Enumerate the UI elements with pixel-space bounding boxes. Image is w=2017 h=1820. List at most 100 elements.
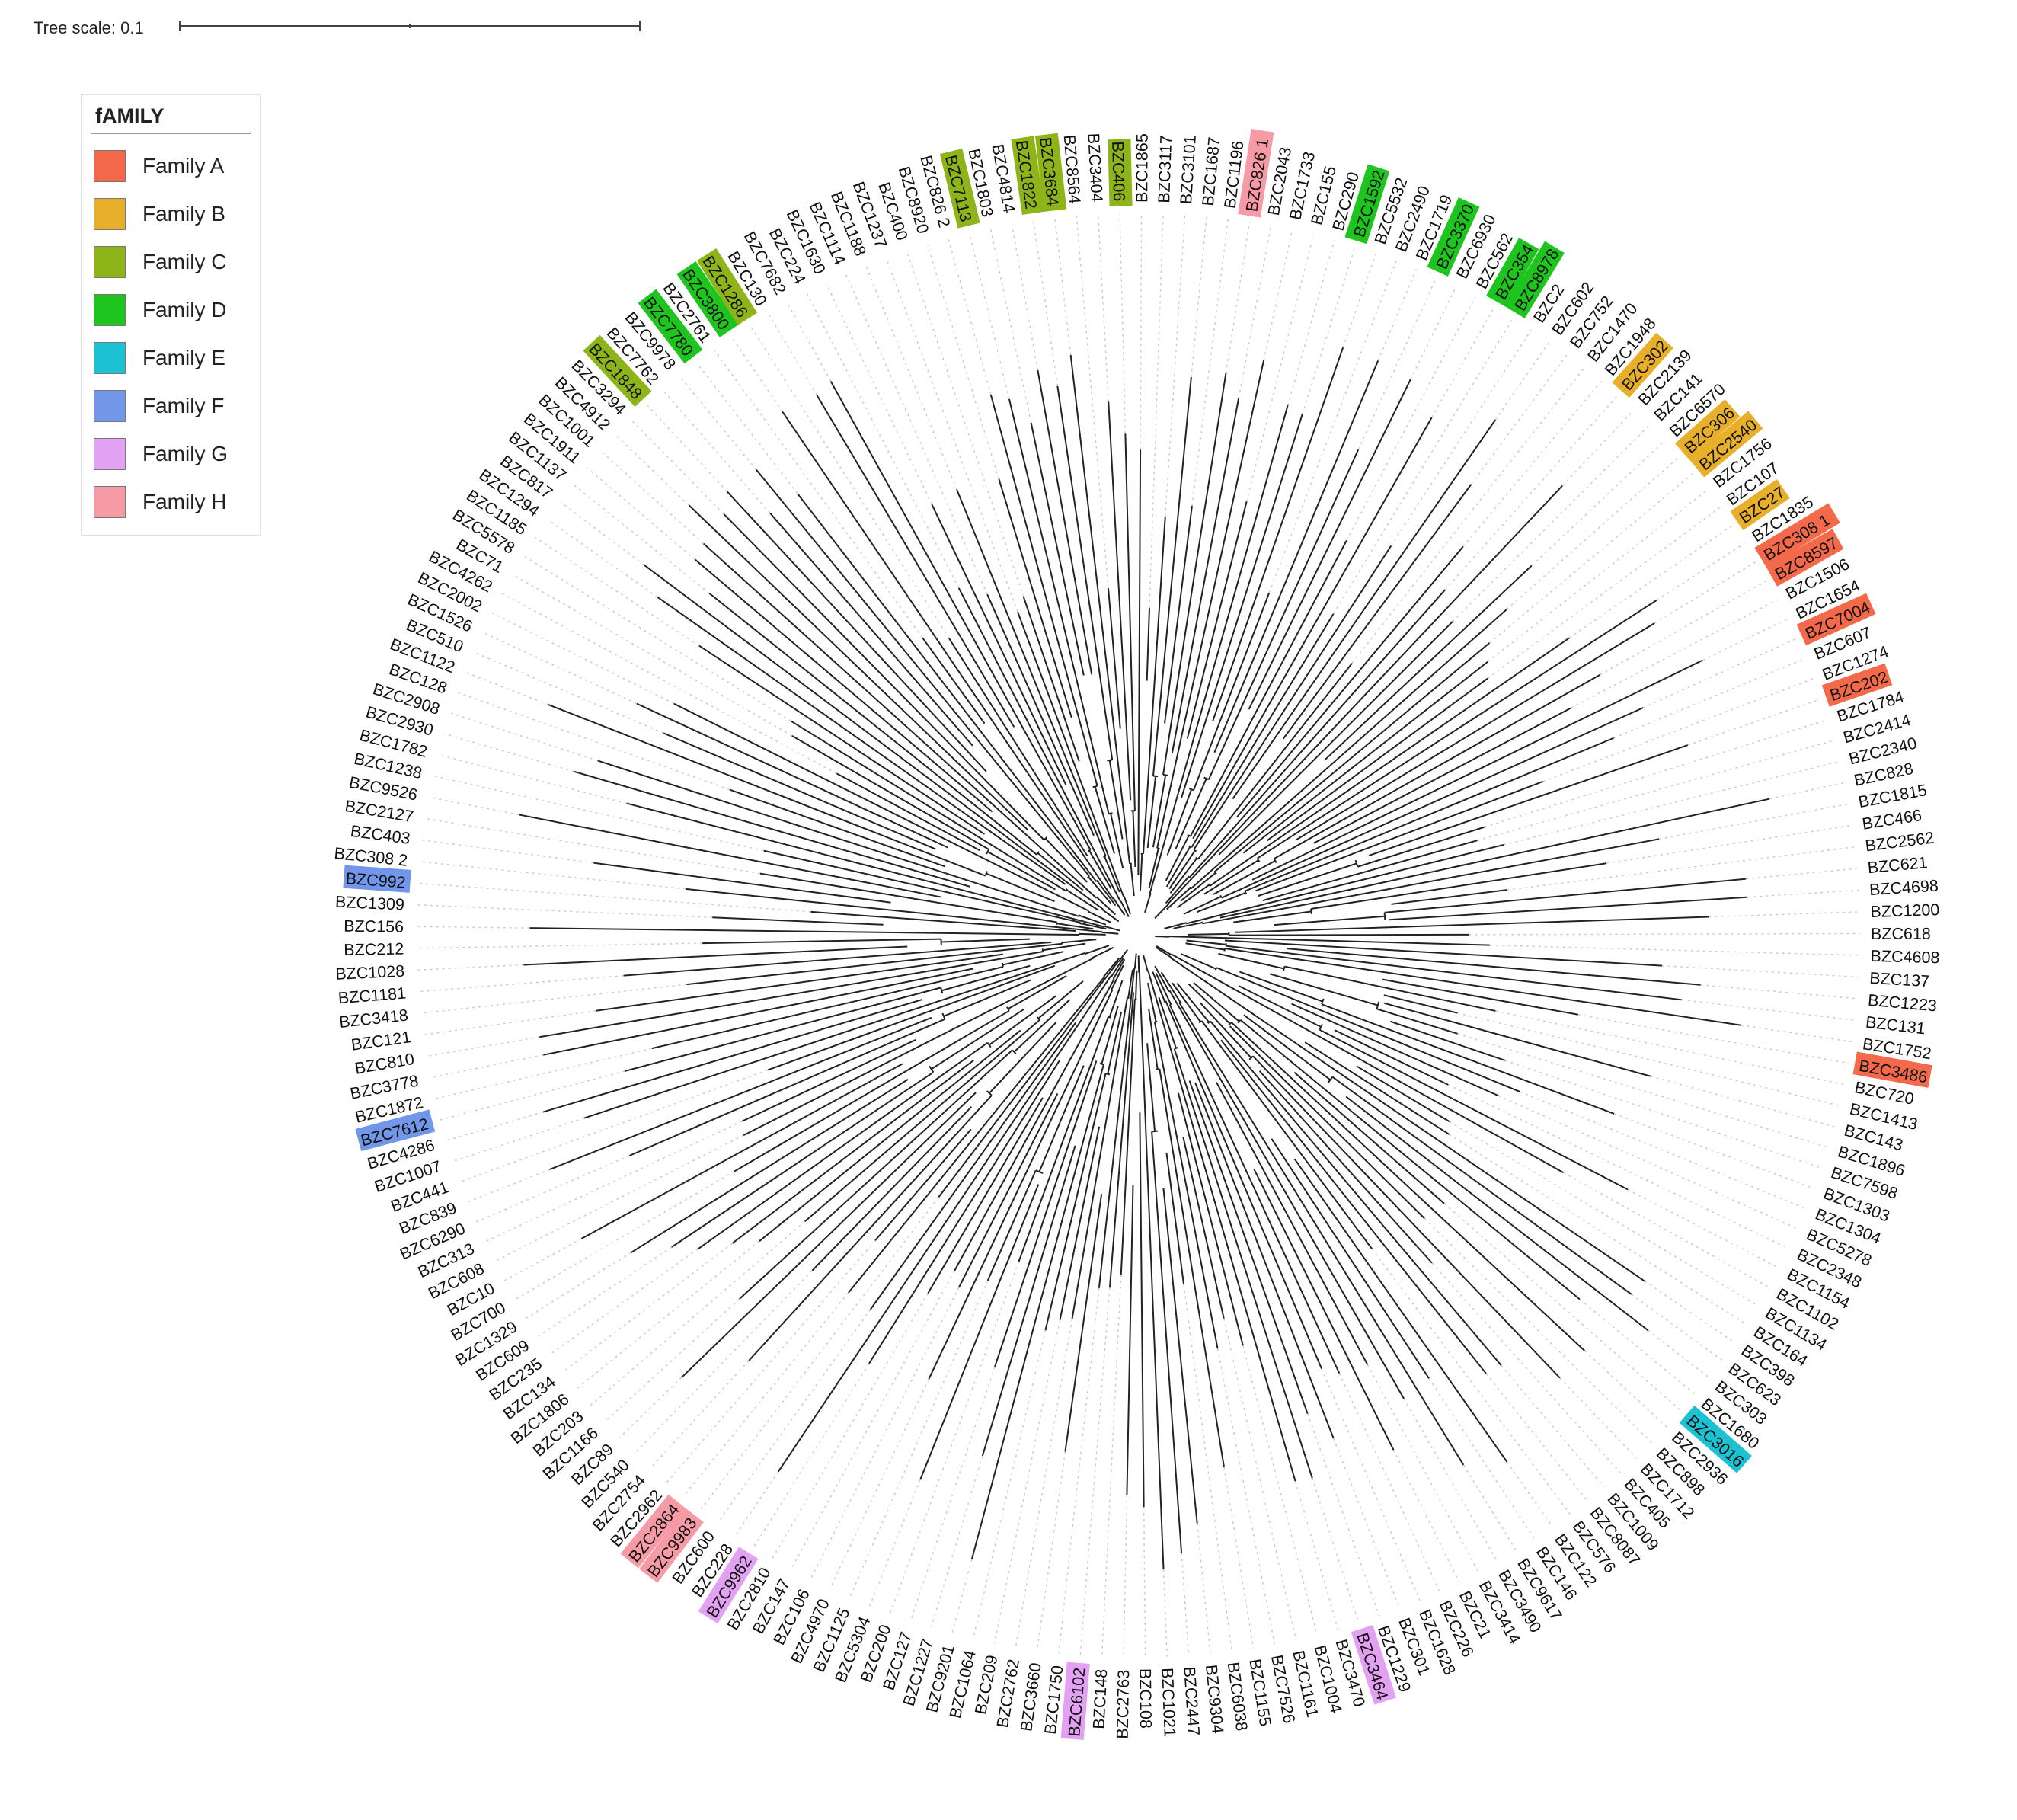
internal-branch <box>1111 958 1124 977</box>
internal-branch <box>1166 788 1193 856</box>
leaf-guide <box>1654 561 1756 624</box>
leaf-guide <box>1487 490 1707 663</box>
leaf-branch <box>1213 642 1491 873</box>
family-highlight <box>696 248 758 325</box>
leaf-guide <box>1119 213 1127 434</box>
leaf-guide <box>696 363 798 494</box>
internal-branch <box>1103 957 1120 977</box>
leaf-branch <box>1209 637 1570 887</box>
leaf-label-group: BZC4608 <box>1870 947 1939 967</box>
leaf-guide <box>1477 740 1834 841</box>
leaf-label-group: BZC403 <box>350 822 411 848</box>
leaf-guide <box>422 1010 596 1036</box>
leaf-guide <box>549 1248 698 1355</box>
leaf-branch <box>1226 945 1682 1001</box>
legend-label: Family B <box>142 201 225 226</box>
leaf-guide <box>1294 1480 1339 1630</box>
leaf-guide <box>787 303 832 382</box>
leaf-guide <box>1613 1113 1815 1189</box>
leaf-guide <box>417 882 811 913</box>
internal-branch <box>1139 853 1143 891</box>
leaf-guide <box>603 1298 740 1423</box>
leaf-branch <box>1248 379 1411 710</box>
leaf-guide <box>1223 1318 1297 1641</box>
internal-branch <box>1096 897 1117 916</box>
leaf-label: BZC156 <box>344 917 404 936</box>
leaf-branch <box>1262 840 1478 902</box>
leaf-guide <box>1579 1298 1696 1396</box>
leaf-guide <box>1123 1494 1128 1658</box>
leaf-branch <box>686 942 1063 986</box>
internal-branch <box>1092 946 1114 958</box>
leaf-label: BZC1028 <box>335 962 405 984</box>
leaf-label: BZC1223 <box>1867 991 1938 1016</box>
leaf-branch <box>759 872 1057 923</box>
leaf-branch <box>1356 1065 1450 1123</box>
leaf-guide <box>699 1196 939 1511</box>
leaf-guide <box>1709 911 1860 918</box>
leaf-branch <box>869 1022 1076 1310</box>
leaf-branch <box>1293 1158 1508 1463</box>
leaf-branch <box>1168 1004 1341 1374</box>
leaf-branch <box>1170 957 1645 1282</box>
leaf-guide <box>484 1121 743 1243</box>
leaf-branch <box>1139 1112 1145 1508</box>
leaf-label: BZC121 <box>350 1028 411 1054</box>
leaf-guide <box>459 1069 769 1183</box>
leaf-guide <box>493 1134 744 1262</box>
family-highlight <box>1344 164 1390 245</box>
leaf-branch <box>698 645 986 835</box>
internal-branch <box>1080 923 1107 930</box>
internal-branch <box>1137 955 1140 973</box>
leaf-guide <box>1431 1262 1621 1473</box>
leaf-branch <box>1331 1076 1632 1295</box>
internal-branch <box>1154 904 1169 920</box>
leaf-guide <box>865 266 957 490</box>
leaf-branch <box>1108 992 1135 1288</box>
leaf-branch <box>868 1060 1060 1364</box>
leaf-branch <box>998 478 1072 718</box>
legend-swatch <box>94 197 126 230</box>
family-highlight <box>1060 1662 1090 1740</box>
leaf-branch <box>651 966 1004 1050</box>
leaf-branch <box>694 558 993 813</box>
leaf-guide <box>1428 1377 1536 1540</box>
leaf-branch <box>1030 422 1085 676</box>
internal-branch <box>989 995 1057 1046</box>
legend-item-family-b: Family B <box>91 190 251 238</box>
legend-label: Family C <box>142 249 227 273</box>
leaf-guide <box>1238 226 1272 398</box>
leaf-guide <box>1191 216 1207 378</box>
leaf-branch <box>1146 608 1151 681</box>
leaf-branch <box>1221 707 1644 899</box>
clade-arc <box>1105 1073 1111 1076</box>
leaf-guide <box>1443 1203 1682 1412</box>
leaf-branch <box>1252 1055 1561 1379</box>
leaf-guide <box>1571 599 1778 709</box>
leaf-branch <box>1181 414 1303 798</box>
clade-arc <box>1283 966 1286 971</box>
leaf-guide <box>429 796 519 816</box>
leaf-branch <box>1192 417 1433 840</box>
leaf-branch <box>1389 896 1748 921</box>
leaf-branch <box>1202 838 1660 925</box>
internal-branch <box>1146 776 1157 849</box>
leaf-branch <box>1324 565 1533 761</box>
internal-branch <box>1143 955 1149 971</box>
leaf-branch <box>657 596 1066 885</box>
leaf-branch <box>1390 1020 1506 1061</box>
leaf-label: BZC131 <box>1865 1012 1926 1038</box>
internal-branch <box>1123 896 1131 915</box>
leaf-branch <box>810 910 1076 932</box>
leaf-branch <box>948 638 1088 857</box>
leaf-guide <box>845 274 988 595</box>
leaf-guide <box>1656 542 1745 601</box>
leaf-branch <box>1071 997 1128 1319</box>
leaf-guide <box>1747 889 1859 898</box>
leaf-guide <box>1606 824 1852 864</box>
leaf-guide <box>1584 1350 1667 1428</box>
leaf-branch <box>1064 1194 1103 1452</box>
leaf-branch <box>686 888 1103 933</box>
leaf-guide <box>1448 1084 1789 1249</box>
